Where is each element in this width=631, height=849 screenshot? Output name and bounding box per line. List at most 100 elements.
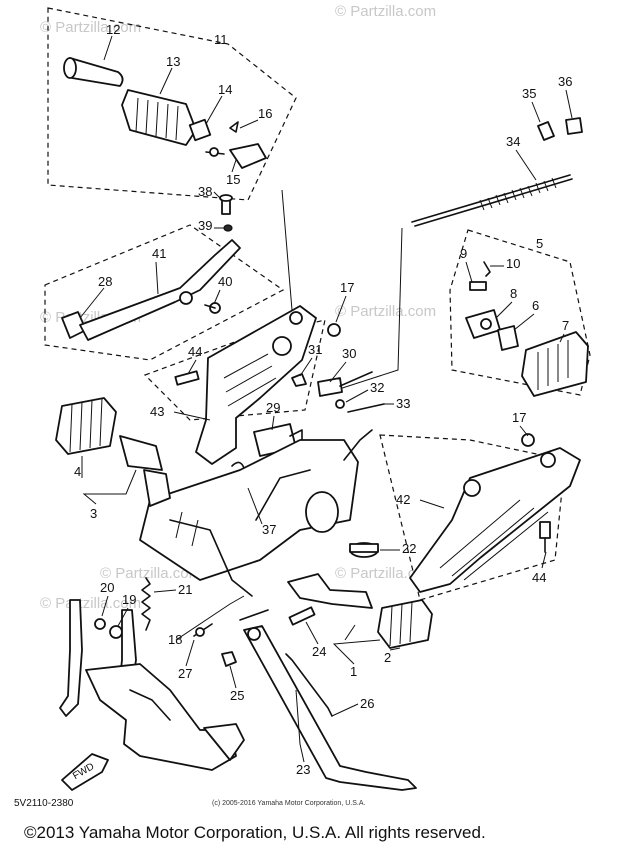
group-box-lever [44, 224, 285, 361]
frame [139, 429, 373, 597]
watermark: © Partzilla.com [335, 3, 436, 20]
label-8: 8 [510, 286, 517, 301]
label-11: 11 [214, 32, 228, 47]
label-24: 24 [312, 644, 326, 659]
part-35-joint [537, 121, 555, 141]
label-7: 7 [562, 318, 569, 333]
watermark: © Partzilla.com [100, 565, 201, 582]
group-box-bracket [143, 319, 326, 421]
label-28: 28 [98, 274, 112, 289]
part-44-bolt [174, 370, 200, 386]
label-6: 6 [532, 298, 539, 313]
label-15: 15 [226, 172, 240, 187]
forward-arrow-icon: FWD [61, 753, 109, 791]
label-27: 27 [178, 666, 192, 681]
label-4: 4 [74, 464, 81, 479]
part-7-footrest [521, 331, 589, 397]
label-23: 23 [296, 762, 310, 777]
label-44: 44 [532, 570, 546, 585]
part-38-bolt [219, 194, 233, 215]
part-40-bolt [204, 302, 221, 314]
label-21: 21 [178, 582, 192, 597]
part-8-bracket [465, 309, 501, 339]
label-13: 13 [166, 54, 180, 69]
part-24-bolt [288, 606, 316, 626]
part-19-collar [109, 625, 123, 639]
part-22-damper [349, 542, 379, 558]
part-34-rod [411, 174, 573, 227]
label-3: 3 [90, 506, 97, 521]
leader-line [329, 227, 403, 393]
group-box-11 [47, 7, 297, 201]
label-33: 33 [396, 396, 410, 411]
part-16-clip [229, 121, 239, 133]
label-9: 9 [460, 246, 467, 261]
part-42-bracket [409, 447, 581, 593]
part-43-bracket [195, 305, 317, 465]
label-19: 19 [122, 592, 136, 607]
part-21-spring [141, 577, 151, 631]
leader-line [344, 624, 356, 641]
part-13-footrest [121, 89, 197, 146]
part-9-bolt [469, 281, 487, 291]
label-17: 17 [340, 280, 354, 295]
label-12: 12 [106, 22, 120, 37]
part-20-washer [94, 618, 106, 630]
watermark: © Partzilla.com [40, 19, 141, 36]
label-20: 20 [100, 580, 114, 595]
label-37: 37 [262, 522, 276, 537]
label-10: 10 [506, 256, 520, 271]
footer-copyright: ©2013 Yamaha Motor Corporation, U.S.A. A… [24, 823, 486, 842]
label-1: 1 [350, 664, 357, 679]
diagram-code: 5V2110-2380 [14, 798, 74, 809]
image-copyright: (c) 2005-2016 Yamaha Motor Corporation, … [212, 800, 365, 807]
label-39: 39 [198, 218, 212, 233]
label-35: 35 [522, 86, 536, 101]
leader-line [281, 189, 293, 311]
label-17: 17 [512, 410, 526, 425]
label-5: 5 [536, 236, 543, 251]
watermark: © Partzilla.com [40, 595, 141, 612]
part-3-bracket [119, 435, 171, 507]
label-25: 25 [230, 688, 244, 703]
part-14-plate [188, 118, 212, 142]
label-22: 22 [402, 541, 416, 556]
label-42: 42 [396, 492, 410, 507]
part-32-washer [335, 399, 345, 409]
part-31-pin [291, 373, 307, 387]
label-44: 44 [188, 344, 202, 359]
label-leaders [79, 35, 573, 763]
part-28-shift-lever [61, 239, 241, 341]
label-18: 18 [168, 632, 182, 647]
label-40: 40 [218, 274, 232, 289]
part-33-pin [347, 403, 385, 413]
part-44-bolt [539, 521, 551, 553]
label-30: 30 [342, 346, 356, 361]
group-box-42 [379, 434, 566, 601]
label-32: 32 [370, 380, 384, 395]
label-36: 36 [558, 74, 572, 89]
part-4-footrest [55, 397, 117, 455]
part-1-bracket [287, 573, 373, 609]
label-2: 2 [384, 650, 391, 665]
label-29: 29 [266, 400, 280, 415]
part-25-nut [221, 651, 237, 667]
label-16: 16 [258, 106, 272, 121]
part-17-nut [327, 323, 341, 337]
group-box-5 [449, 229, 591, 396]
part-30-joint [317, 371, 373, 397]
part-12-rubber [63, 57, 124, 87]
part-15-bracket [205, 143, 267, 169]
part-6-plate [497, 325, 519, 351]
part-17-nut [521, 433, 535, 447]
part-2-footrest [377, 599, 433, 649]
part-36-nut [565, 117, 583, 135]
part-39-washer [223, 224, 233, 232]
part-labels: 12 11 13 14 16 15 3 8 39 4 1 40 28 35 36 3… [74, 22, 572, 777]
part-23-side-stand [239, 609, 417, 791]
label-14: 14 [218, 82, 232, 97]
part-10-clip [483, 261, 491, 277]
label-43: 43 [150, 404, 164, 419]
label-31: 31 [308, 342, 322, 357]
